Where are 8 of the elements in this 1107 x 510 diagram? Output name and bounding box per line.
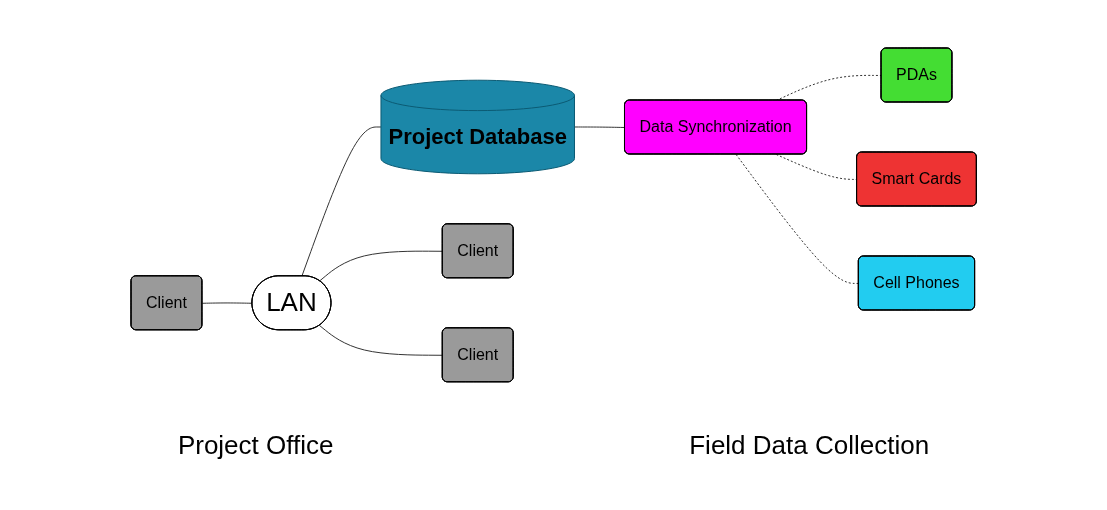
section-label: Field Data Collection (689, 430, 930, 461)
connector (318, 250, 444, 282)
connector (318, 325, 444, 356)
connector (735, 154, 860, 285)
section-label: Project Office (177, 430, 334, 461)
connector (201, 302, 253, 304)
connector (301, 126, 382, 277)
connector (573, 126, 626, 129)
